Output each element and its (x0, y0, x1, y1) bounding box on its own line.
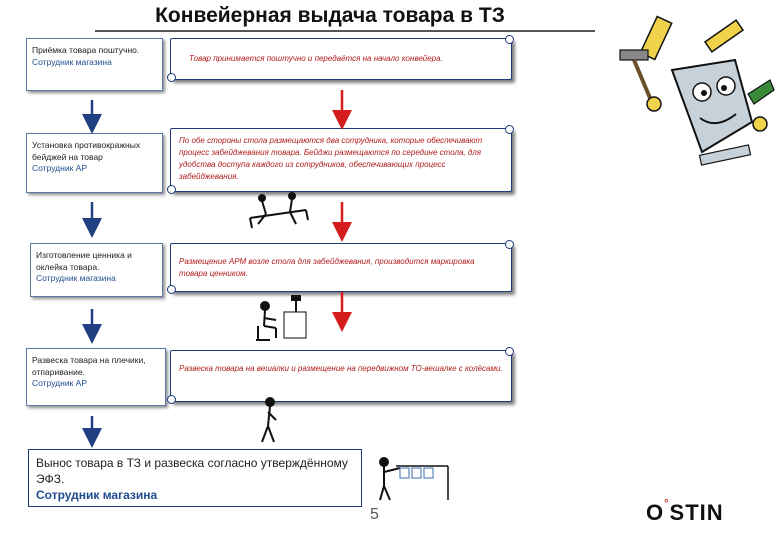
description-scroll-4: Развеска товара на вешалки и размещение … (167, 347, 514, 404)
logo-letter-o: O (646, 500, 665, 525)
description-text: Товар принимается поштучно и передаётся … (189, 54, 443, 63)
ostin-logo: O°STIN (646, 498, 724, 526)
worker-computer-icon (256, 295, 307, 341)
step-box-receiving: Приёмка товара поштучно. Сотрудник магаз… (26, 38, 163, 91)
final-step-text: Вынос товара в ТЗ и развеска согласно ут… (36, 456, 348, 486)
worker-standing-icon (261, 397, 277, 443)
description-scroll-1: Товар принимается поштучно и передаётся … (167, 35, 514, 82)
step-text: Изготовление ценника и оклейка товара. (36, 250, 132, 272)
step-box-hanging: Развеска товара на плечики, отпаривание.… (26, 348, 166, 406)
description-text: По обе стороны стола размещаются два сот… (179, 136, 483, 181)
logo-text: STIN (669, 500, 724, 525)
worker-rack-icon (379, 457, 449, 501)
description-text: Размещение АРМ возле стола для забейджев… (179, 257, 475, 278)
final-step-role: Сотрудник магазина (36, 488, 158, 502)
description-text: Развеска товара на вешалки и размещение … (179, 364, 503, 373)
page-title: Конвейерная выдача товара в ТЗ (155, 4, 505, 27)
step-box-price-tag: Изготовление ценника и оклейка товара. С… (30, 243, 163, 297)
logo-ring: ° (664, 498, 670, 510)
description-scroll-2: По обе стороны стола размещаются два сот… (167, 125, 514, 194)
step-text: Приёмка товара поштучно. (32, 45, 140, 55)
step-text: Установка противокражных бейджей на това… (32, 140, 141, 162)
title-underline (95, 30, 595, 32)
step-text: Развеска товара на плечики, отпаривание. (32, 355, 146, 377)
step-role: Сотрудник АР (32, 378, 87, 388)
workers-table-icon (249, 192, 309, 229)
step-role: Сотрудник АР (32, 163, 87, 173)
mascot-tools-icon (619, 15, 775, 166)
page-number: 5 (370, 506, 379, 523)
step-role: Сотрудник магазина (32, 56, 112, 67)
description-scroll-3: Размещение АРМ возле стола для забейджев… (167, 240, 514, 294)
final-step-box: Вынос товара в ТЗ и развеска согласно ут… (28, 449, 362, 507)
step-role: Сотрудник магазина (36, 273, 116, 283)
